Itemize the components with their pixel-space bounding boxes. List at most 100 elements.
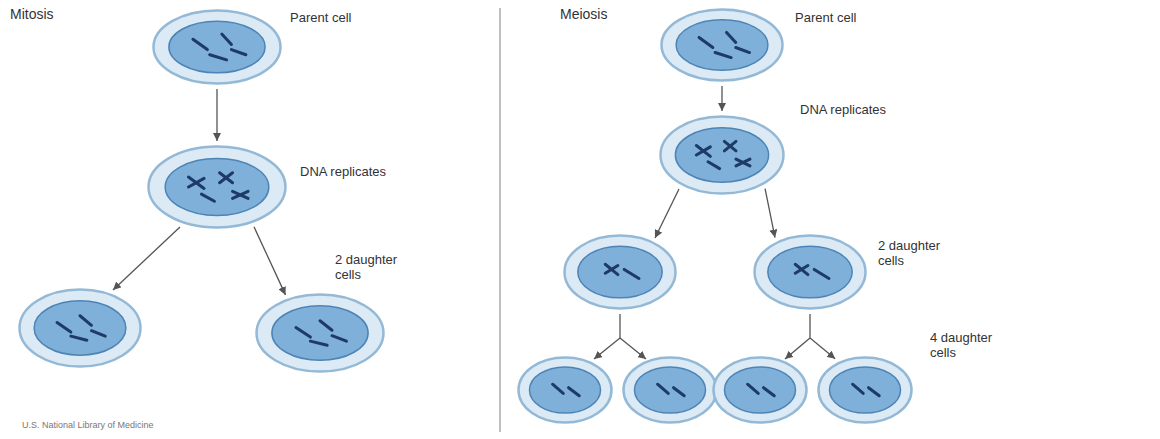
cell-node: 4 daughter cells [817,356,913,424]
cell-nucleus [634,367,705,413]
cell-label: Parent cell [290,10,351,25]
chromosome [310,341,327,345]
cell-node: 2 daughter cells [255,293,385,373]
cell-figure [755,236,866,309]
cell-label: Parent cell [795,10,856,25]
cell-membrane [20,290,141,367]
chromosome [605,266,618,274]
division-arrow [254,227,286,295]
chromosome [569,388,580,396]
chromosome [332,336,346,341]
division-arrow [113,227,180,290]
cell-outline [147,145,287,229]
chromosome [814,269,829,278]
chromosome [210,55,227,60]
division-arrow [655,189,679,238]
cell-membrane [565,236,676,309]
division-arrow [594,338,620,359]
cell-node: Parent cell [152,9,282,85]
label-box: Mitosis [10,6,54,22]
cell-membrane [149,147,286,228]
chromosome [869,388,880,396]
cell-membrane [624,358,717,423]
chromosome [674,388,685,396]
cell-membrane [519,358,612,423]
chromosome [320,321,332,331]
cell-node: 2 daughter cells [753,234,867,310]
divider-line [499,8,501,432]
cell-outline [152,9,282,85]
cell-nucleus [272,306,368,360]
cell-figure [154,11,281,84]
chromosome [222,34,232,44]
cell-nucleus [169,21,265,73]
cell-membrane [661,117,784,194]
cell-nucleus [165,158,269,215]
chromosome [220,173,233,183]
chromosome [220,173,233,183]
chromosome [193,39,207,49]
cell-node: DNA replicates [659,115,785,195]
chromosome [605,264,618,274]
chromosome [624,269,639,278]
cell-figure [661,117,784,194]
cell-nucleus [529,367,600,413]
chromosome [57,323,71,333]
chromosome [736,159,750,166]
chromosome [748,384,759,393]
chromosome [553,384,564,393]
cell-outline [660,8,784,82]
cell-figure [20,290,141,367]
section-heading: Meiosis [560,6,607,22]
chromosome [189,178,205,187]
cell-nucleus [34,301,126,355]
cell-membrane [662,10,783,81]
label-box: U.S. National Library of Medicine [22,420,154,430]
cell-nucleus [676,20,768,70]
division-arrow [765,189,775,238]
chromosome [296,328,310,338]
cell-figure [714,358,807,423]
cell-group [20,236,807,423]
division-arrow [785,338,810,359]
chromosome [658,384,669,393]
cell-figure [819,358,912,423]
chromosome [708,162,720,169]
cell-outline [817,356,913,424]
chromosome [795,264,808,274]
cell-label: DNA replicates [800,102,886,117]
cell-figure [257,295,384,372]
cell-nucleus [829,367,900,413]
cell-figure [149,147,286,228]
division-arrow [619,314,620,338]
cell-figure [662,10,783,81]
cell-membrane [154,11,281,84]
cell-figure [565,236,676,309]
cell-outline [255,293,385,373]
chromosome [91,331,105,336]
chromosome [724,141,736,151]
chromosome [736,159,750,166]
chromosome [727,32,736,42]
chromosome [795,266,808,274]
chromosome [696,145,710,156]
cell-membrane [819,358,912,423]
chromosome [231,50,245,55]
cell-figure [519,358,612,423]
chromosome [201,194,214,201]
cell-nucleus [578,246,662,298]
division-arrow [216,89,217,141]
chromosome [736,48,750,53]
cell-node: DNA replicates [147,145,287,229]
cell-membrane [755,236,866,309]
cell-label: 2 daughter cells [335,252,415,282]
chromosome [853,384,864,393]
cell-figure [624,358,717,423]
cell-outline [659,115,785,195]
division-arrow [810,314,835,359]
label-box: Meiosis [560,6,607,22]
cell-nucleus [675,128,768,182]
chromosome [233,191,249,198]
chromosome [715,53,731,58]
